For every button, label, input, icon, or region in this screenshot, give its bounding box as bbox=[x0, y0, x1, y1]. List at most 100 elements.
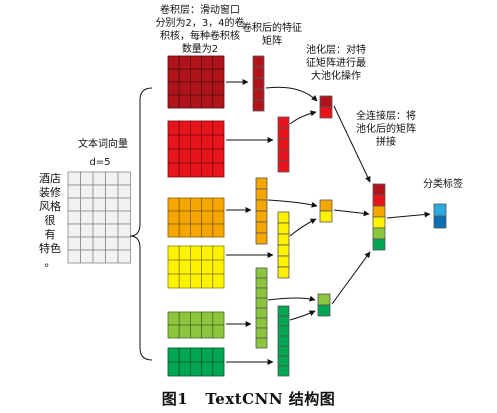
kernel-orange-1-cell bbox=[167, 210, 180, 225]
kernel-red-2-cell bbox=[189, 120, 202, 136]
kernel-red-2-cell bbox=[178, 148, 191, 164]
feature-map-dark-red bbox=[252, 55, 265, 112]
pooled-red bbox=[319, 95, 333, 119]
feature-map-red-cell bbox=[277, 149, 290, 162]
kernel-dark-red-1-cell bbox=[178, 94, 191, 109]
kernel-orange-1-cell bbox=[167, 197, 180, 212]
pooled-red-cell bbox=[319, 95, 333, 108]
input-matrix-cell bbox=[117, 171, 131, 186]
kernel-dark-red-1-cell bbox=[212, 55, 225, 70]
kernel-dark-red-1-cell bbox=[201, 94, 214, 109]
feature-map-orange bbox=[255, 177, 268, 245]
kernel-red-2-cell bbox=[189, 148, 202, 164]
kernel-dark-red-1-cell bbox=[212, 68, 225, 83]
kernel-dark-red-1-cell bbox=[201, 81, 214, 96]
kernel-dark-red-1 bbox=[167, 55, 225, 109]
pooling-label-line-3: 大池化操作 bbox=[311, 71, 361, 82]
kernel-red-2 bbox=[167, 120, 225, 178]
feature-map-light-green-cell bbox=[255, 267, 268, 279]
kernel-dark-red-1-cell bbox=[212, 94, 225, 109]
connector-arrows bbox=[129, 79, 431, 365]
kernel-yellow-2-cell bbox=[189, 245, 202, 261]
arrow-pool-2 bbox=[333, 209, 370, 217]
kernel-dark-red-1-cell bbox=[167, 55, 180, 70]
feature-map-red-cell bbox=[277, 127, 290, 140]
kernel-red-2-cell bbox=[189, 134, 202, 150]
kernel-dark-red-1-cell bbox=[189, 55, 202, 70]
input-matrix-cell bbox=[105, 223, 119, 238]
pooled-red-cell bbox=[319, 106, 333, 119]
arrow-fm-2 bbox=[289, 110, 317, 125]
input-matrix-cell bbox=[117, 210, 131, 225]
pooled-yellow-cell bbox=[319, 210, 333, 223]
input-matrix-cell bbox=[92, 236, 106, 251]
pooling-label-line-1: 池化层：对特 bbox=[306, 45, 366, 56]
kernel-green-2-cell bbox=[189, 361, 202, 377]
feature-map-yellow-cell bbox=[277, 255, 290, 268]
kernel-green-2-cell bbox=[201, 361, 214, 377]
kernel-yellow-2-cell bbox=[178, 245, 191, 261]
kernel-dark-red-1-cell bbox=[167, 94, 180, 109]
input-matrix-cell bbox=[92, 249, 106, 264]
arrow-fm-6 bbox=[289, 310, 316, 321]
input-matrix-cell bbox=[80, 184, 94, 199]
input-matrix-cell bbox=[105, 210, 119, 225]
input-matrix-cell bbox=[67, 236, 81, 251]
kernel-red-2-cell bbox=[212, 162, 225, 178]
kernel-red-2-cell bbox=[212, 120, 225, 136]
word-vector-label: 文本词向量 bbox=[78, 139, 128, 150]
fully-connected-label-line-1: 全连接层：将 bbox=[356, 111, 416, 122]
input-matrix-cell bbox=[67, 171, 81, 186]
arrow-concat-output bbox=[386, 211, 431, 219]
kernel-yellow-2-cell bbox=[178, 259, 191, 275]
feature-map-red bbox=[277, 116, 290, 173]
kernel-red-2-cell bbox=[212, 148, 225, 164]
input-matrix-cell bbox=[67, 184, 81, 199]
fully-connected-label-line-3: 拼接 bbox=[376, 137, 396, 148]
kernel-red-2-cell bbox=[178, 134, 191, 150]
feature-map-red-cell bbox=[277, 116, 290, 129]
sentence-char: 酒店 bbox=[39, 172, 61, 185]
input-matrix-cell bbox=[80, 249, 94, 264]
feature-map-yellow-cell bbox=[277, 266, 290, 279]
concat-vector-cell bbox=[372, 216, 386, 229]
kernel-yellow-2-cell bbox=[189, 273, 202, 289]
kernel-dark-red-1-cell bbox=[201, 55, 214, 70]
kernel-green-2 bbox=[167, 347, 225, 377]
input-matrix-cell bbox=[92, 197, 106, 212]
kernel-light-green-1-cell bbox=[178, 324, 191, 339]
kernel-light-green-1-cell bbox=[189, 324, 202, 339]
kernel-light-green-1-cell bbox=[189, 311, 202, 326]
feature-map-green-cell bbox=[277, 365, 290, 377]
kernel-light-green-1 bbox=[167, 311, 225, 339]
input-matrix-cell bbox=[105, 171, 119, 186]
kernel-red-2-cell bbox=[167, 134, 180, 150]
feature-map-orange-cell bbox=[255, 188, 268, 201]
feature-map-yellow-cell bbox=[277, 233, 290, 246]
kernel-orange-1-cell bbox=[189, 197, 202, 212]
sentence-char: 。 bbox=[44, 256, 56, 269]
kernel-green-2-cell bbox=[167, 361, 180, 377]
kernel-yellow-2-cell bbox=[167, 273, 180, 289]
feature-map-yellow-cell bbox=[277, 244, 290, 257]
sentence-char: 装修 bbox=[39, 186, 61, 199]
kernel-yellow-2-cell bbox=[212, 259, 225, 275]
concat-vector-cell bbox=[372, 227, 386, 240]
pooling-label-line-2: 征矩阵进行最 bbox=[306, 58, 366, 69]
kernel-red-2-cell bbox=[212, 134, 225, 150]
kernel-light-green-1-cell bbox=[201, 311, 214, 326]
feature-map-label-line-1: 卷积后的特征 bbox=[242, 23, 302, 34]
conv-layer-label-line-2: 分别为2，3，4的卷 bbox=[155, 18, 245, 29]
kernel-orange-1-cell bbox=[212, 210, 225, 225]
kernel-light-green-1-cell bbox=[212, 324, 225, 339]
sentence-char: 特色 bbox=[39, 242, 61, 255]
kernel-red-2-cell bbox=[201, 134, 214, 150]
feature-map-orange-cell bbox=[255, 221, 268, 234]
sentence-column: 酒店 装修 风格 很 有 特色 。 bbox=[38, 172, 62, 270]
kernel-orange-1-cell bbox=[178, 197, 191, 212]
fully-connected-label: 全连接层：将 池化后的矩阵 拼接 bbox=[346, 110, 426, 149]
feature-map-green-cell bbox=[277, 305, 290, 317]
kernel-dark-red-1-cell bbox=[178, 68, 191, 83]
kernel-dark-red-1-cell bbox=[212, 81, 225, 96]
